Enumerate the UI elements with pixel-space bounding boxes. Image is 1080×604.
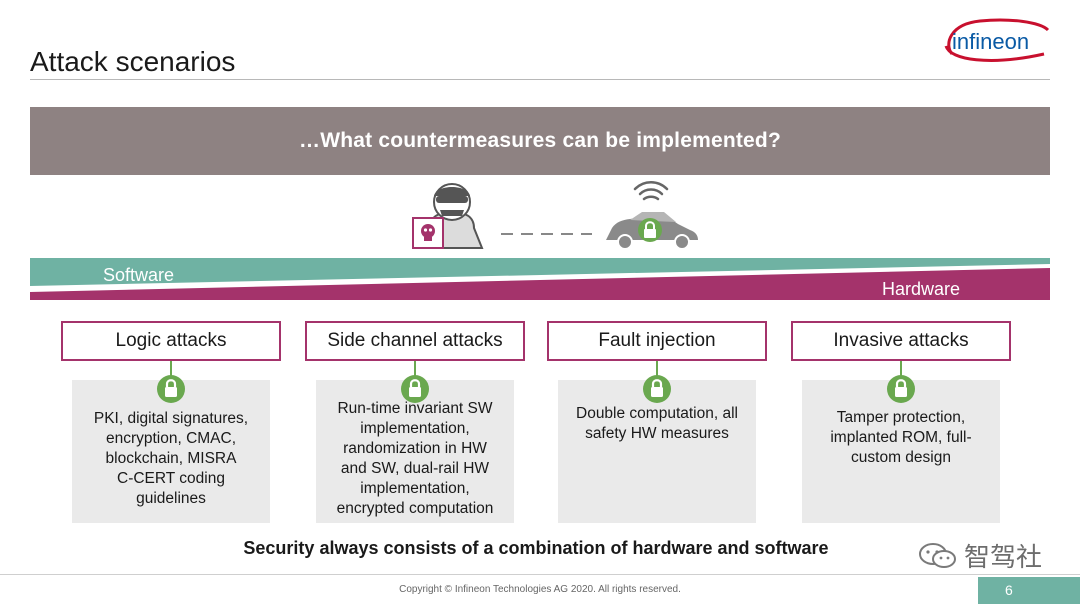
hacker-icon (412, 183, 484, 249)
wifi-icon (633, 181, 669, 201)
padlock-icon (401, 375, 429, 403)
countermeasure-line: PKI, digital signatures, (93, 409, 249, 427)
slide-title: Attack scenarios (30, 46, 236, 77)
padlock-icon (887, 375, 915, 403)
countermeasure-line: Run-time invariant SW (337, 399, 493, 417)
countermeasure-line: encryption, CMAC, (105, 429, 237, 447)
hardware-label: Hardware (882, 279, 961, 299)
countermeasure-line: implementation, (360, 479, 470, 497)
countermeasure-line: C-CERT coding (117, 469, 225, 487)
question-banner: …What countermeasures can be implemented… (30, 107, 1050, 175)
countermeasures-invasive-attacks: Tamper protection, implanted ROM, full- … (802, 380, 1000, 523)
countermeasure-line: blockchain, MISRA (105, 449, 237, 467)
category-invasive-attacks: Invasive attacks (791, 321, 1011, 361)
category-fault-injection: Fault injection (547, 321, 767, 361)
countermeasure-line: and SW, dual-rail HW (340, 459, 490, 477)
banner-question: …What countermeasures can be implemented… (299, 129, 781, 152)
countermeasure-line: Tamper protection, (836, 409, 966, 426)
countermeasures-side-channel-attacks: Run-time invariant SW implementation, ra… (316, 380, 514, 523)
countermeasure-line: encrypted computation (336, 499, 494, 517)
title-divider (30, 79, 1050, 80)
watermark: 智驾社 (918, 537, 1042, 574)
countermeasure-line: implementation, (360, 419, 470, 437)
padlock-icon (643, 375, 671, 403)
countermeasure-line: custom design (851, 449, 951, 466)
hardware-band (30, 268, 1050, 300)
connected-car-icon (606, 212, 698, 250)
software-band (30, 258, 1050, 286)
padlock-icon (157, 375, 185, 403)
page-number-tab (978, 577, 1080, 604)
copyright-text: Copyright © Infineon Technologies AG 202… (399, 584, 681, 595)
countermeasure-line: guidelines (136, 489, 206, 507)
category-side-channel-attacks: Side channel attacks (305, 321, 525, 361)
countermeasure-line: Double computation, all (576, 405, 738, 422)
watermark-text: 智驾社 (964, 542, 1043, 572)
category-logic-attacks: Logic attacks (61, 321, 281, 361)
countermeasures-fault-injection: Double computation, all safety HW measur… (558, 380, 756, 523)
infineon-logo: infineon (944, 18, 1050, 62)
countermeasure-line: randomization in HW (343, 439, 487, 457)
wechat-icon (919, 542, 956, 568)
software-label: Software (103, 265, 175, 285)
footer-divider (0, 574, 1080, 575)
countermeasure-line: safety HW measures (585, 425, 729, 442)
countermeasure-line: implanted ROM, full- (830, 429, 972, 446)
summary-tagline: Security always consists of a combinatio… (243, 538, 829, 558)
countermeasures-logic-attacks: PKI, digital signatures, encryption, CMA… (72, 380, 270, 523)
page-number: 6 (1005, 582, 1013, 598)
logo-text: infineon (952, 29, 1029, 54)
